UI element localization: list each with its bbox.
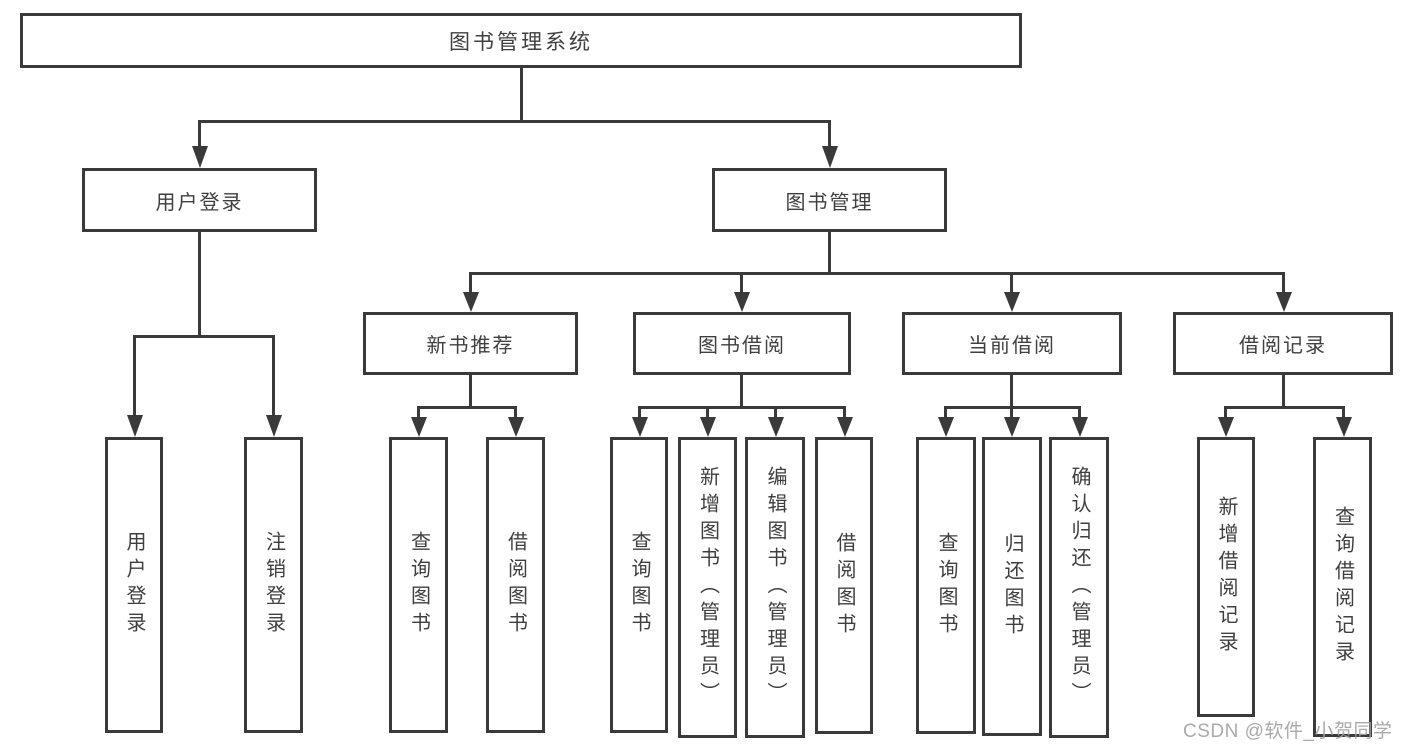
- arrow-down-icon: [938, 417, 954, 437]
- node-new-book-recommend: 新书推荐: [363, 312, 578, 375]
- connector-vline: [1282, 375, 1285, 409]
- node-label: 借阅图书: [504, 531, 527, 639]
- connector-vline: [1224, 406, 1227, 418]
- node-label: 当前借阅: [968, 335, 1056, 357]
- connector-hline: [133, 335, 275, 338]
- node-label: 查询图书: [628, 531, 650, 639]
- arrow-down-icon: [632, 417, 648, 437]
- arrow-down-icon: [822, 146, 838, 168]
- connector-vline: [843, 406, 846, 418]
- arrow-down-icon: [1336, 417, 1352, 437]
- node-user-login: 用户登录: [82, 168, 317, 232]
- connector-vline: [469, 272, 472, 293]
- csdn-watermark: CSDN @软件_小贺同学: [1183, 721, 1393, 742]
- connector-vline: [417, 406, 420, 418]
- node-label: 新增借阅记录: [1215, 496, 1237, 658]
- connector-vline: [469, 375, 472, 409]
- leaf-query-books-borrow: 查询图书: [610, 437, 668, 733]
- connector-vline: [1010, 272, 1013, 293]
- arrow-down-icon: [734, 292, 750, 312]
- node-book-borrow: 图书借阅: [633, 312, 851, 375]
- leaf-confirm-return-admin: 确认归还（管理员）: [1049, 437, 1109, 738]
- node-label: 图书管理: [785, 191, 874, 214]
- node-label: 查询图书: [407, 531, 430, 639]
- node-label: 注销登录: [262, 531, 285, 639]
- arrow-down-icon: [1218, 417, 1234, 437]
- connector-vline: [638, 406, 641, 418]
- connector-vline: [514, 406, 517, 418]
- leaf-add-books-admin: 新增图书（管理员）: [678, 437, 737, 738]
- leaf-add-borrow-record: 新增借阅记录: [1197, 437, 1255, 717]
- node-label: 图书管理系统: [449, 30, 593, 54]
- arrow-down-icon: [1004, 417, 1020, 437]
- arrow-down-icon: [837, 417, 853, 437]
- connector-vline: [828, 120, 831, 147]
- leaf-borrow-books: 借阅图书: [815, 437, 873, 734]
- node-label: 借阅记录: [1239, 335, 1327, 357]
- node-label: 查询借阅记录: [1331, 506, 1354, 668]
- arrow-down-icon: [700, 417, 716, 437]
- connector-vline: [198, 232, 201, 338]
- connector-vline: [774, 406, 777, 418]
- node-library-management-system: 图书管理系统: [20, 13, 1022, 68]
- leaf-return-books: 归还图书: [982, 437, 1042, 736]
- arrow-down-icon: [411, 417, 427, 437]
- arrow-down-icon: [192, 146, 208, 168]
- node-borrow-records: 借阅记录: [1173, 312, 1393, 375]
- connector-vline: [198, 120, 201, 147]
- leaf-query-borrow-record: 查询借阅记录: [1313, 437, 1372, 737]
- connector-vline: [1282, 272, 1285, 293]
- connector-hline: [198, 120, 831, 123]
- arrow-down-icon: [508, 417, 524, 437]
- arrow-down-icon: [463, 292, 479, 312]
- leaf-edit-books-admin: 编辑图书（管理员）: [745, 437, 805, 738]
- connector-vline: [740, 375, 743, 409]
- node-label: 编辑图书（管理员）: [764, 466, 786, 709]
- connector-vline: [944, 406, 947, 418]
- node-label: 用户登录: [155, 191, 244, 214]
- node-label: 新增图书（管理员）: [696, 466, 719, 709]
- connector-vline: [1078, 406, 1081, 418]
- leaf-logout: 注销登录: [244, 437, 303, 733]
- arrow-down-icon: [1072, 417, 1088, 437]
- connector-hline: [1224, 406, 1344, 409]
- node-book-management: 图书管理: [712, 168, 947, 232]
- leaf-user-login: 用户登录: [105, 437, 163, 733]
- arrow-down-icon: [1276, 292, 1292, 312]
- leaf-query-books-recommend: 查询图书: [389, 437, 448, 733]
- connector-vline: [740, 272, 743, 293]
- leaf-borrow-books-recommend: 借阅图书: [486, 437, 545, 733]
- connector-hline: [417, 406, 517, 409]
- node-label: 图书借阅: [698, 335, 786, 357]
- node-label: 查询图书: [935, 531, 957, 640]
- arrow-down-icon: [266, 415, 282, 437]
- node-label: 用户登录: [123, 531, 145, 639]
- connector-vline: [1010, 375, 1013, 409]
- arrow-down-icon: [1004, 292, 1020, 312]
- connector-hline: [469, 272, 1285, 275]
- arrow-down-icon: [127, 415, 143, 437]
- connector-vline: [1010, 406, 1013, 418]
- node-current-borrow: 当前借阅: [902, 312, 1122, 375]
- node-label: 借阅图书: [833, 531, 855, 640]
- node-label: 确认归还（管理员）: [1068, 466, 1090, 709]
- node-label: 归还图书: [1001, 532, 1023, 641]
- connector-vline: [520, 68, 523, 121]
- connector-vline: [1342, 406, 1345, 418]
- connector-vline: [828, 232, 831, 275]
- connector-vline: [133, 335, 136, 415]
- node-label: 新书推荐: [426, 335, 515, 357]
- connector-vline: [706, 406, 709, 418]
- connector-vline: [272, 335, 275, 415]
- arrow-down-icon: [768, 417, 784, 437]
- connector-hline: [638, 406, 846, 409]
- leaf-query-books-current: 查询图书: [916, 437, 976, 734]
